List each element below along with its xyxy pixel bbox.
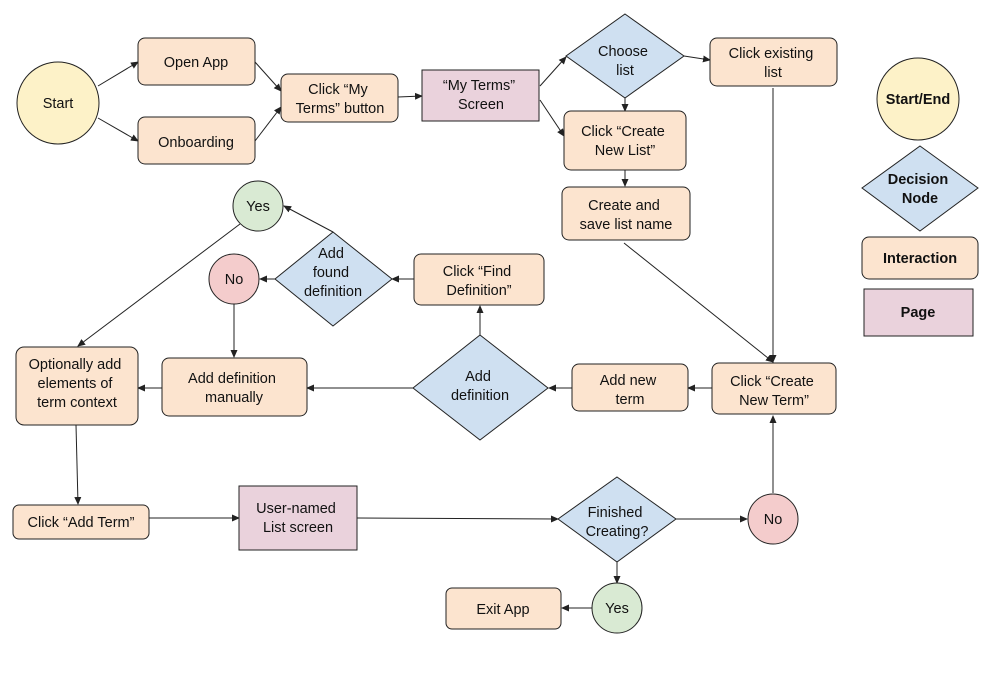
- click-create-new-term-node: Click “Create New Term”: [711, 362, 837, 415]
- yes-top-node: Yes: [232, 180, 284, 232]
- create-save-list-name-node: Create and save list name: [561, 186, 691, 241]
- finished-creating-label: Finished Creating?: [586, 505, 649, 540]
- finished-creating-node: Finished Creating?: [557, 476, 677, 563]
- edge-yes-optionally-add: [77, 223, 241, 347]
- legend: Start/End Decision Node Interaction Page: [861, 57, 979, 337]
- add-new-term-node: Add new term: [571, 363, 689, 412]
- add-new-term-label: Add new term: [600, 373, 660, 408]
- edge-start-open-app: [97, 61, 139, 87]
- edges: [74, 55, 777, 612]
- add-definition-node: Add definition: [412, 334, 549, 441]
- edge-open-app-my-terms: [254, 61, 282, 92]
- exit-app-node: Exit App: [445, 587, 562, 630]
- edge-optionally-add-click-add-term: [74, 424, 82, 505]
- edge-found-definition-yes: [283, 205, 334, 233]
- start-label: Start: [43, 96, 74, 112]
- click-create-new-list-node: Click “Create New List”: [563, 110, 687, 171]
- nodes: Start Open App Onboarding Click “My Term…: [12, 13, 838, 634]
- edge-my-terms-button-screen: [397, 92, 423, 100]
- click-create-new-term-label: Click “Create New Term”: [730, 374, 818, 409]
- click-my-terms-node: Click “My Terms” button: [280, 73, 399, 123]
- add-definition-label: Add definition: [451, 369, 509, 404]
- no-top-label: No: [225, 272, 244, 288]
- edge-choose-list-existing: [683, 55, 711, 63]
- open-app-node: Open App: [137, 37, 256, 86]
- click-find-definition-label: Click “Find Definition”: [443, 264, 516, 299]
- optionally-add-label: Optionally add elements of term context: [29, 357, 126, 411]
- click-create-new-list-label: Click “Create New List”: [581, 124, 669, 159]
- edge-start-onboarding: [97, 117, 139, 142]
- no-bottom-node: No: [747, 493, 799, 545]
- click-my-terms-label: Click “My Terms” button: [296, 82, 385, 117]
- choose-list-label: Choose list: [598, 44, 652, 79]
- add-found-definition-label: Add found definition: [304, 246, 362, 300]
- add-definition-manually-node: Add definition manually: [161, 357, 308, 417]
- edge-screen-choose-list: [539, 56, 567, 87]
- optionally-add-node: Optionally add elements of term context: [15, 346, 139, 426]
- edge-screen-create-new-list: [539, 99, 565, 137]
- yes-bottom-label: Yes: [605, 601, 629, 617]
- start-node: Start: [16, 61, 100, 145]
- legend-interaction: Interaction: [861, 236, 979, 280]
- add-definition-manually-label: Add definition manually: [188, 371, 280, 406]
- create-save-list-name-label: Create and save list name: [580, 198, 673, 233]
- user-named-list-label: User-named List screen: [256, 501, 340, 536]
- add-found-definition-node: Add found definition: [274, 231, 393, 327]
- choose-list-node: Choose list: [565, 13, 685, 99]
- yes-bottom-node: Yes: [591, 582, 643, 634]
- my-terms-screen-label: “My Terms” Screen: [443, 78, 519, 113]
- click-existing-list-node: Click existing list: [709, 37, 838, 87]
- legend-decision-label: Decision Node: [888, 172, 952, 207]
- edge-save-name-create-new-term: [623, 242, 774, 363]
- no-bottom-label: No: [764, 512, 783, 528]
- legend-page-label: Page: [901, 305, 936, 321]
- click-add-term-node: Click “Add Term”: [12, 504, 150, 540]
- edge-onboarding-my-terms: [254, 106, 282, 142]
- click-existing-list-label: Click existing list: [729, 46, 818, 81]
- edge-list-screen-finished: [356, 515, 559, 523]
- legend-start-end-label: Start/End: [886, 92, 950, 108]
- my-terms-screen-node: “My Terms” Screen: [421, 69, 540, 122]
- exit-app-label: Exit App: [476, 602, 529, 618]
- no-top-node: No: [208, 253, 260, 305]
- open-app-label: Open App: [164, 55, 229, 71]
- legend-start-end: Start/End: [876, 57, 960, 141]
- click-find-definition-node: Click “Find Definition”: [413, 253, 545, 306]
- legend-interaction-label: Interaction: [883, 251, 957, 267]
- onboarding-label: Onboarding: [158, 135, 234, 151]
- legend-page: Page: [863, 288, 974, 337]
- yes-top-label: Yes: [246, 199, 270, 215]
- user-named-list-node: User-named List screen: [238, 485, 358, 551]
- onboarding-node: Onboarding: [137, 116, 256, 165]
- click-add-term-label: Click “Add Term”: [28, 515, 135, 531]
- legend-decision: Decision Node: [861, 145, 979, 232]
